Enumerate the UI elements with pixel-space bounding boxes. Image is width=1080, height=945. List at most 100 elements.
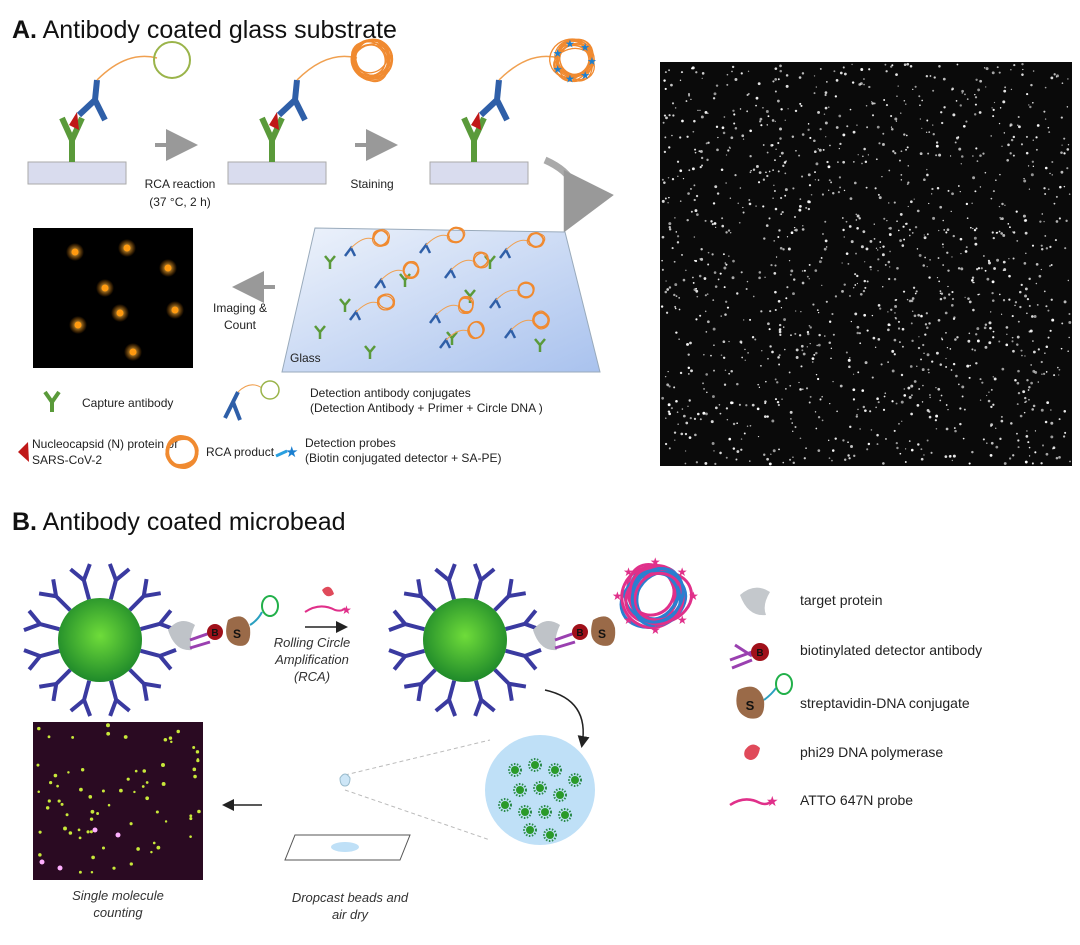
- streptavidin-icon: [226, 616, 251, 646]
- fluorescent-dot: [836, 410, 838, 413]
- probe-star-icon: ★: [612, 589, 623, 603]
- fluorescent-dot: [745, 404, 748, 407]
- capture-antibody-icon: [339, 298, 351, 312]
- fluorescent-dot: [668, 196, 670, 199]
- fluorescent-dot: [945, 231, 948, 234]
- fluorescent-dot: [877, 270, 879, 272]
- fluorescent-dot: [876, 125, 880, 129]
- fluorescent-dot: [878, 196, 882, 200]
- fluorescent-dot: [1033, 315, 1037, 318]
- fluorescent-dot: [897, 85, 899, 87]
- fluorescent-dot: [1040, 248, 1044, 251]
- detection-probe-icon: ★: [580, 42, 590, 54]
- fluorescent-dot: [1009, 125, 1012, 127]
- fluorescent-dot: [1019, 414, 1023, 418]
- fluorescent-dot: [998, 205, 1001, 208]
- fluorescent-dot: [847, 454, 850, 457]
- fluorescent-dot: [690, 369, 693, 373]
- legend-target: target protein: [800, 592, 883, 608]
- fluorescent-dot: [800, 365, 803, 368]
- fluorescent-dot: [1008, 274, 1011, 278]
- fluorescent-dot: [861, 389, 865, 392]
- fluorescent-dot: [906, 62, 910, 66]
- fluorescent-dot: [889, 226, 892, 230]
- fluorescent-dot: [993, 101, 996, 104]
- fluorescent-dot: [929, 394, 931, 396]
- fluorescent-dot: [998, 71, 1001, 74]
- fluorescent-dot: [878, 142, 881, 145]
- fluorescent-dot: [692, 276, 694, 279]
- capture-antibody-icon: [259, 116, 285, 162]
- fluorescent-dot: [955, 374, 958, 378]
- fluorescent-dot: [1023, 179, 1027, 183]
- fluorescent-dot: [702, 382, 704, 385]
- bead-antibody-icon: [69, 563, 92, 600]
- fluorescent-dot: [1016, 381, 1020, 385]
- fluorescent-dot: [1026, 297, 1030, 301]
- fluorescent-dot: [1032, 70, 1035, 72]
- fluorescent-dot: [768, 462, 772, 466]
- counting-dot: [36, 763, 40, 767]
- counting-dot-bright: [57, 865, 63, 871]
- fluorescent-dot: [695, 71, 698, 74]
- fluorescent-dot: [898, 341, 901, 344]
- fluorescent-dot: [795, 149, 797, 152]
- fluorescent-dot: [894, 317, 897, 319]
- fluorescent-dot: [784, 119, 786, 121]
- bead-mini: [558, 808, 572, 822]
- fluorescent-dot: [675, 295, 678, 298]
- fluorescent-dot: [955, 136, 959, 140]
- fluorescent-dot: [893, 201, 896, 204]
- bead-mini-core: [526, 826, 534, 834]
- fluorescent-dot: [1044, 193, 1047, 196]
- fluorescent-dot: [870, 429, 873, 431]
- fluorescent-dot: [874, 187, 877, 190]
- fluorescent-dot: [1031, 408, 1034, 411]
- fluorescent-dot: [907, 165, 909, 167]
- fluorescent-dot: [806, 275, 809, 278]
- fluorescent-dot: [928, 131, 931, 133]
- fluorescent-dot: [854, 273, 857, 276]
- fluorescent-dot: [926, 439, 929, 442]
- fluorescent-dot: [782, 248, 785, 251]
- fluorescent-dot: [784, 387, 787, 390]
- legend-detection-conj-1: Detection antibody conjugates: [310, 386, 471, 400]
- bead-mini-core: [501, 801, 509, 809]
- fluorescent-dot: [758, 120, 762, 123]
- fluorescent-dot: [918, 95, 921, 98]
- fluorescent-dot: [792, 461, 795, 465]
- fluorescent-dot: [971, 202, 973, 205]
- fluorescent-dot: [792, 456, 794, 458]
- fluorescent-dot: [905, 222, 908, 225]
- detection-probe-icon: ★: [553, 64, 563, 76]
- fluorescent-dot: [864, 286, 867, 289]
- fluorescent-dot: [687, 372, 690, 375]
- fluorescent-dot: [871, 102, 874, 105]
- fluorescent-dot: [696, 213, 699, 216]
- fluorescent-dot: [947, 285, 949, 288]
- fluorescent-dot: [1003, 89, 1007, 93]
- fluorescent-dot: [995, 179, 997, 181]
- fluorescent-dot: [814, 269, 818, 272]
- fluorescent-dot: [830, 181, 833, 184]
- fluorescent-dot: [811, 357, 815, 360]
- fluorescent-dot: [966, 98, 969, 101]
- fluorescent-dot: [665, 116, 668, 120]
- fluorescent-dot: [979, 399, 982, 401]
- fluorescent-dot: [926, 326, 929, 330]
- fluorescent-dot: [923, 352, 925, 354]
- fluorescent-dot: [707, 141, 710, 144]
- fluorescent-dot: [990, 135, 992, 137]
- fluorescent-dot: [1030, 381, 1033, 385]
- fluorescent-dot: [686, 135, 689, 138]
- fluorescent-dot: [962, 124, 966, 128]
- fluorescent-dot: [773, 189, 776, 192]
- counting-dot: [105, 723, 110, 728]
- fluorescent-dot: [818, 148, 822, 152]
- fluorescent-dot: [893, 429, 896, 432]
- fluorescent-dot: [824, 335, 826, 337]
- fluorescent-dot: [774, 290, 777, 294]
- fluorescent-dot: [761, 349, 763, 352]
- fluorescent-dot: [736, 382, 739, 386]
- fluorescent-dot: [695, 318, 698, 321]
